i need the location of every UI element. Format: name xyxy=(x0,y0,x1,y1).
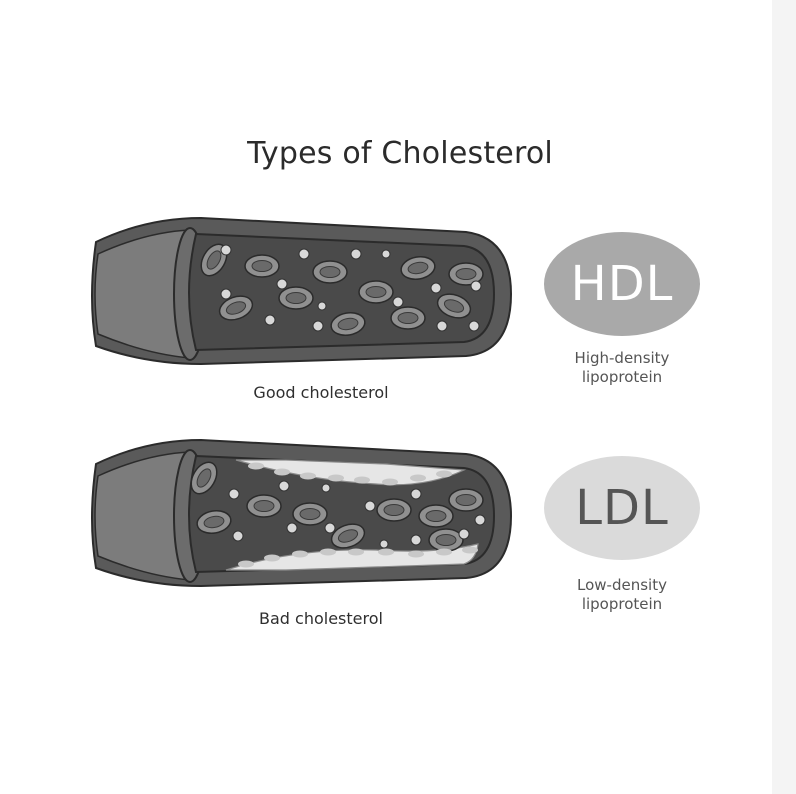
hdl-badge: HDL xyxy=(544,232,700,336)
red-blood-cell xyxy=(330,523,366,549)
cholesterol-particle xyxy=(264,314,276,326)
healthy-artery-illustration xyxy=(91,216,513,366)
red-blood-cell xyxy=(292,502,328,526)
plaque-particle xyxy=(436,548,452,556)
red-blood-cell xyxy=(390,306,426,330)
hdl-desc-line2: lipoprotein xyxy=(581,368,663,386)
red-blood-cell xyxy=(448,262,484,286)
cholesterol-particle xyxy=(474,514,486,526)
diagram-title: Types of Cholesterol xyxy=(247,136,553,171)
red-blood-cell xyxy=(448,488,484,512)
ldl-desc-line1: Low-density xyxy=(577,576,667,594)
cholesterol-particle xyxy=(317,301,327,311)
cholesterol-particle xyxy=(458,528,470,540)
ldl-badge: LDL xyxy=(544,456,700,560)
red-blood-cell xyxy=(246,494,282,518)
hdl-description: High-density lipoprotein xyxy=(544,349,700,387)
red-blood-cell xyxy=(218,295,254,321)
red-blood-cell xyxy=(190,461,218,495)
clogged-artery-illustration xyxy=(91,438,513,588)
plaque-particle xyxy=(410,474,426,482)
plaque-particle xyxy=(382,478,398,486)
cholesterol-particle xyxy=(430,282,442,294)
hdl-desc-line1: High-density xyxy=(574,349,670,367)
red-blood-cell xyxy=(400,256,436,280)
cholesterol-particle xyxy=(410,534,422,546)
cholesterol-particle xyxy=(228,488,240,500)
cholesterol-particle xyxy=(312,320,324,332)
plaque-particle xyxy=(238,560,254,568)
plaque-particle xyxy=(408,550,424,558)
cholesterol-particle xyxy=(298,248,310,260)
cholesterol-particle xyxy=(324,522,336,534)
red-blood-cell xyxy=(418,504,454,528)
cholesterol-particle xyxy=(232,530,244,542)
red-blood-cell xyxy=(358,280,394,304)
cholesterol-particle xyxy=(410,488,422,500)
plaque-particle xyxy=(274,468,290,476)
red-blood-cell xyxy=(436,293,472,319)
cholesterol-particle xyxy=(220,288,232,300)
red-blood-cell xyxy=(376,498,412,522)
cholesterol-particle xyxy=(470,280,482,292)
plaque-particle xyxy=(320,548,336,556)
healthy-artery xyxy=(91,216,513,366)
red-blood-cell xyxy=(196,510,232,534)
cholesterol-particle xyxy=(220,244,232,256)
cholesterol-particle xyxy=(350,248,362,260)
red-blood-cell xyxy=(278,286,314,310)
cholesterol-particle xyxy=(364,500,376,512)
plaque-particle xyxy=(292,550,308,558)
cholesterol-particle xyxy=(278,480,290,492)
good-cholesterol-caption: Good cholesterol xyxy=(253,383,389,402)
red-blood-cell xyxy=(428,528,464,552)
plaque-particle xyxy=(348,548,364,556)
cholesterol-particle xyxy=(468,320,480,332)
cholesterol-particle xyxy=(436,320,448,332)
cholesterol-particle xyxy=(392,296,404,308)
cholesterol-particle xyxy=(379,539,389,549)
bad-cholesterol-caption: Bad cholesterol xyxy=(259,609,383,628)
red-blood-cell xyxy=(244,254,280,278)
plaque-particle xyxy=(248,462,264,470)
cholesterol-particle xyxy=(286,522,298,534)
cholesterol-particle xyxy=(381,249,391,259)
plaque-particle xyxy=(462,546,478,554)
plaque-particle xyxy=(378,548,394,556)
ldl-description: Low-density lipoprotein xyxy=(544,576,700,614)
plaque-particle xyxy=(436,470,452,478)
ldl-desc-line2: lipoprotein xyxy=(581,595,663,613)
red-blood-cell xyxy=(200,243,228,277)
cholesterol-particle xyxy=(321,483,331,493)
clogged-artery xyxy=(91,438,513,588)
plaque-particle xyxy=(300,472,316,480)
plaque-particle xyxy=(328,474,344,482)
cholesterol-particle xyxy=(276,278,288,290)
page-edge-strip xyxy=(772,0,796,794)
red-blood-cell xyxy=(312,260,348,284)
plaque-particle xyxy=(264,554,280,562)
plaque-particle xyxy=(354,476,370,484)
red-blood-cell xyxy=(330,312,366,336)
